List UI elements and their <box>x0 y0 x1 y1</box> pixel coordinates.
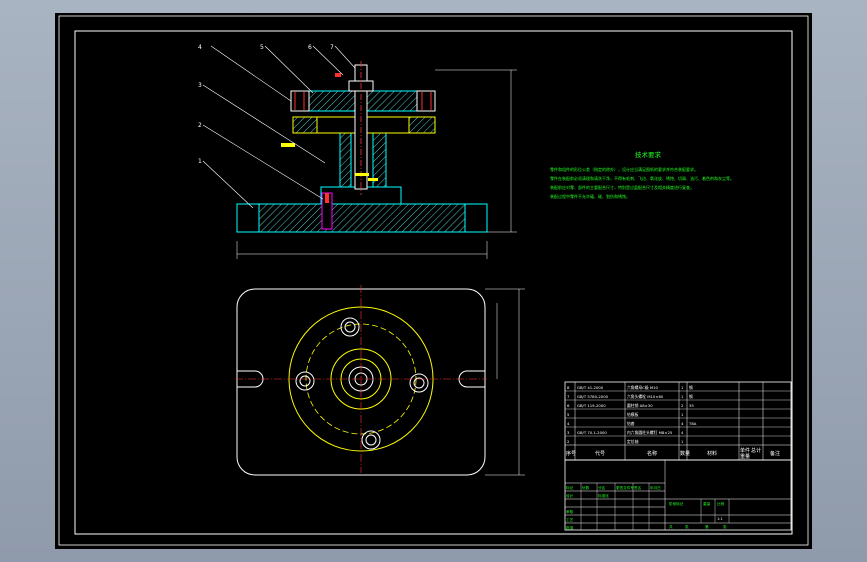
title-block: 标记 处数 分区 更改文件号 签名 年月日 设计 标准化 审核 工艺 批准 阶段… <box>564 459 792 531</box>
svg-text:钢: 钢 <box>689 394 693 399</box>
svg-text:钻模板: 钻模板 <box>627 412 639 417</box>
svg-text:1: 1 <box>681 385 684 390</box>
svg-text:1: 1 <box>681 394 684 399</box>
svg-text:重量: 重量 <box>703 501 711 506</box>
svg-text:材料: 材料 <box>707 450 717 457</box>
svg-text:钻套: 钻套 <box>627 421 635 426</box>
svg-text:总计: 总计 <box>751 447 761 454</box>
svg-text:签名: 签名 <box>634 485 642 490</box>
svg-text:名称: 名称 <box>647 450 657 457</box>
svg-text:5: 5 <box>567 412 570 417</box>
svg-text:4: 4 <box>567 421 570 426</box>
outer-frame <box>58 15 809 546</box>
svg-text:备注: 备注 <box>770 450 780 457</box>
svg-text:第: 第 <box>705 524 709 529</box>
tech-notes-title: 技术要求 <box>635 150 662 159</box>
svg-text:GB/T 41-2000: GB/T 41-2000 <box>577 385 604 390</box>
svg-text:钢: 钢 <box>689 385 693 390</box>
svg-text:35: 35 <box>689 403 694 408</box>
bom-header: 序号 代号 名称 数量 材料 单件 总计 重量 备注 <box>566 447 780 460</box>
svg-text:标记: 标记 <box>566 485 574 490</box>
svg-text:8: 8 <box>567 385 570 390</box>
svg-text:标准化: 标准化 <box>598 493 609 498</box>
inner-frame <box>74 30 793 535</box>
svg-text:定位轴: 定位轴 <box>627 439 639 444</box>
svg-text:GB/T 119-2000: GB/T 119-2000 <box>577 403 606 408</box>
svg-text:审核: 审核 <box>566 509 574 514</box>
top-plan-view <box>235 285 525 476</box>
svg-text:6: 6 <box>567 403 570 408</box>
svg-text:2: 2 <box>681 403 684 408</box>
svg-text:圆柱销 A8×30: 圆柱销 A8×30 <box>627 403 653 408</box>
tech-note-2: 零件在装配前必须清理和清洗干净，不得有毛刺、飞边、氧化皮、锈蚀、切屑、油污、着色… <box>550 175 734 181</box>
svg-text:分区: 分区 <box>598 485 606 490</box>
callout-3: 3 <box>198 82 202 89</box>
callout-5: 5 <box>260 44 264 51</box>
svg-text:张: 张 <box>685 524 689 529</box>
bom-row: 2 定位轴 1 <box>567 439 684 444</box>
front-section-view <box>202 45 517 259</box>
svg-text:序号: 序号 <box>566 450 576 457</box>
callout-4: 4 <box>198 44 202 51</box>
svg-text:六角头螺栓 M10×60: 六角头螺栓 M10×60 <box>627 394 664 399</box>
bom-row: 4 钻套 4 T8A <box>567 421 697 426</box>
svg-text:设计: 设计 <box>566 493 574 498</box>
part-callouts: 4 5 6 7 3 2 1 <box>198 44 334 165</box>
svg-text:处数: 处数 <box>582 485 590 490</box>
svg-text:GB/T 70.1-2000: GB/T 70.1-2000 <box>577 430 607 435</box>
svg-text:3: 3 <box>567 430 570 435</box>
svg-text:数量: 数量 <box>680 450 690 457</box>
svg-text:重量: 重量 <box>740 453 750 460</box>
callout-6: 6 <box>308 44 312 51</box>
cad-viewport[interactable]: 4 5 6 7 3 2 1 <box>55 13 812 549</box>
svg-text:批准: 批准 <box>566 525 574 530</box>
svg-text:比例: 比例 <box>717 501 725 506</box>
tech-note-1: 零件和组件的形位公差（指定的除外），设计应当满足图纸的要求并符合装配要求。 <box>550 166 698 172</box>
bom-row: 5 钻模板 1 <box>567 412 684 417</box>
svg-text:T8A: T8A <box>688 421 697 426</box>
svg-text:2: 2 <box>567 439 570 444</box>
technical-requirements: 技术要求 零件和组件的形位公差（指定的除外），设计应当满足图纸的要求并符合装配要… <box>550 150 734 199</box>
svg-text:代号: 代号 <box>595 450 605 457</box>
svg-text:年月日: 年月日 <box>650 485 661 490</box>
scale-value: 1:1 <box>717 517 723 521</box>
svg-text:单件: 单件 <box>740 447 750 454</box>
svg-text:4: 4 <box>681 421 684 426</box>
svg-text:7: 7 <box>567 394 570 399</box>
svg-text:GB/T 5780-2000: GB/T 5780-2000 <box>577 394 609 399</box>
bom-row: 6 GB/T 119-2000 圆柱销 A8×30 2 35 <box>567 403 694 408</box>
svg-text:1: 1 <box>681 412 684 417</box>
drawing-canvas[interactable]: 4 5 6 7 3 2 1 <box>55 13 812 549</box>
callout-1: 1 <box>198 158 202 165</box>
svg-text:工艺: 工艺 <box>566 517 574 522</box>
callout-2: 2 <box>198 122 202 129</box>
svg-text:内六角圆柱头螺钉 M8×25: 内六角圆柱头螺钉 M8×25 <box>627 430 673 435</box>
svg-text:共: 共 <box>669 524 673 529</box>
tech-note-4: 装配过程中零件不允许磕、碰、划伤和锈蚀。 <box>550 193 630 199</box>
tech-note-3: 装配前应对零、部件的主要配合尺寸，特别是过盈配合尺寸及相关精度进行复查。 <box>550 184 694 190</box>
svg-text:六角螺母C级 M10: 六角螺母C级 M10 <box>627 385 659 390</box>
callout-7: 7 <box>330 44 334 51</box>
svg-text:阶段标记: 阶段标记 <box>669 501 684 506</box>
svg-text:1: 1 <box>681 439 684 444</box>
svg-text:更改文件号: 更改文件号 <box>616 485 634 490</box>
svg-text:张: 张 <box>723 524 727 529</box>
bom-row: 3 GB/T 70.1-2000 内六角圆柱头螺钉 M8×25 4 <box>567 430 684 435</box>
svg-text:4: 4 <box>681 430 684 435</box>
